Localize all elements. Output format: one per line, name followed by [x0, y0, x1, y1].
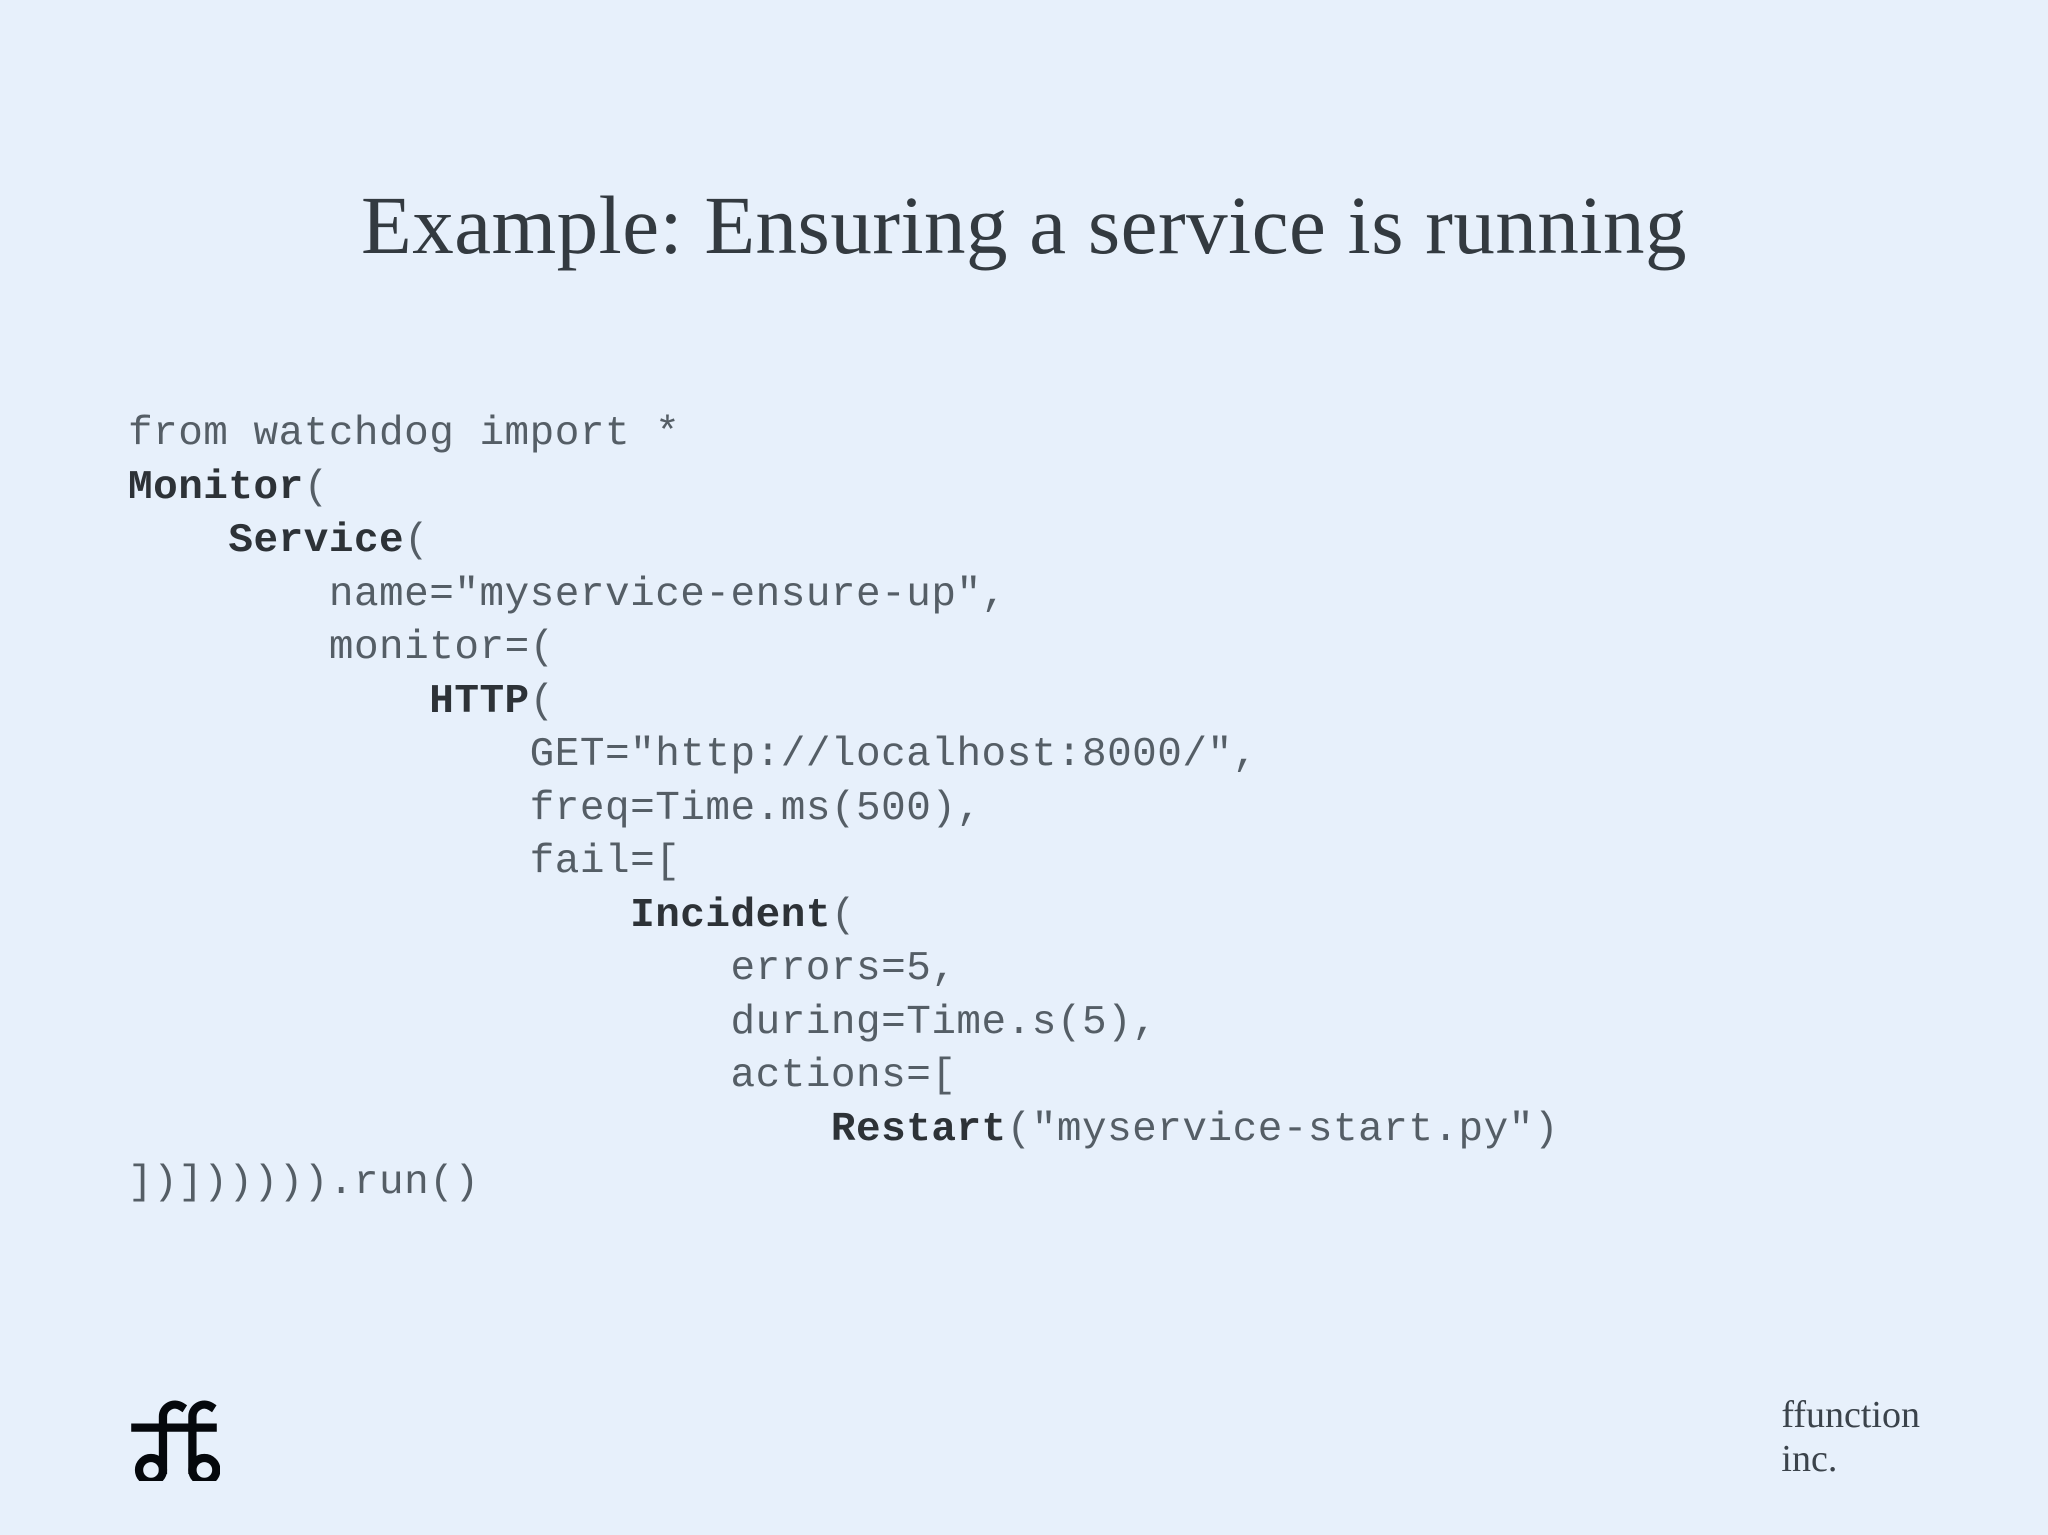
code-token-text: ("myservice-start.py") — [1006, 1106, 1559, 1153]
code-token-text: ( — [303, 464, 329, 511]
code-line: Monitor( — [128, 462, 1828, 516]
code-token-keyword: HTTP — [429, 678, 530, 725]
code-token-text: from watchdog import * — [128, 411, 681, 457]
code-line: actions=[ — [128, 1050, 1828, 1104]
code-token-text: ( — [529, 678, 555, 725]
company-name-line-2: inc. — [1781, 1438, 1838, 1480]
code-indent — [128, 732, 530, 778]
ff-monogram-icon — [128, 1389, 220, 1481]
code-indent — [128, 572, 329, 618]
code-line: freq=Time.ms(500), — [128, 783, 1828, 837]
code-token-keyword: Monitor — [128, 464, 304, 511]
code-indent — [128, 893, 630, 939]
code-line: errors=5, — [128, 943, 1828, 997]
code-line: Service( — [128, 515, 1828, 569]
code-line: Restart("myservice-start.py") — [128, 1104, 1828, 1158]
code-line: monitor=( — [128, 622, 1828, 676]
code-indent — [128, 786, 530, 832]
code-indent — [128, 1000, 731, 1046]
code-line: name="myservice-ensure-up", — [128, 569, 1828, 623]
code-indent — [128, 1053, 731, 1099]
code-token-text: freq=Time.ms(500), — [529, 785, 982, 832]
code-token-text: GET="http://localhost:8000/", — [529, 732, 1258, 778]
code-indent — [128, 839, 530, 885]
code-line: fail=[ — [128, 836, 1828, 890]
code-token-keyword: Incident — [630, 892, 831, 939]
code-line: during=Time.s(5), — [128, 997, 1828, 1051]
page-title: Example: Ensuring a service is running — [361, 178, 1687, 271]
code-sample: from watchdog import *Monitor( Service( … — [128, 408, 1828, 1211]
code-token-text: fail=[ — [529, 839, 681, 885]
code-token-keyword: Service — [228, 518, 405, 564]
company-name-line-1: ffunction — [1781, 1394, 1920, 1436]
code-indent — [128, 518, 228, 564]
code-indent — [128, 1107, 831, 1153]
code-indent — [128, 946, 731, 992]
code-line: Incident( — [128, 890, 1828, 944]
code-token-text: actions=[ — [730, 1053, 957, 1099]
code-line: from watchdog import * — [128, 408, 1828, 462]
code-line: HTTP( — [128, 676, 1828, 730]
code-token-text: monitor=( — [328, 625, 555, 671]
code-indent — [128, 625, 329, 671]
code-line: GET="http://localhost:8000/", — [128, 729, 1828, 783]
code-token-text: errors=5, — [730, 946, 957, 992]
code-token-text: ( — [830, 892, 857, 939]
code-token-text: ( — [404, 518, 430, 564]
code-token-text: name="myservice-ensure-up", — [328, 571, 1007, 618]
code-token-keyword: Restart — [830, 1106, 1007, 1153]
code-line: ])]))))).run() — [128, 1157, 1828, 1211]
company-credit: ffunction inc. — [1781, 1393, 1920, 1481]
code-token-text: during=Time.s(5), — [730, 999, 1158, 1046]
code-token-text: ])]))))).run() — [128, 1160, 480, 1206]
code-indent — [128, 679, 429, 725]
